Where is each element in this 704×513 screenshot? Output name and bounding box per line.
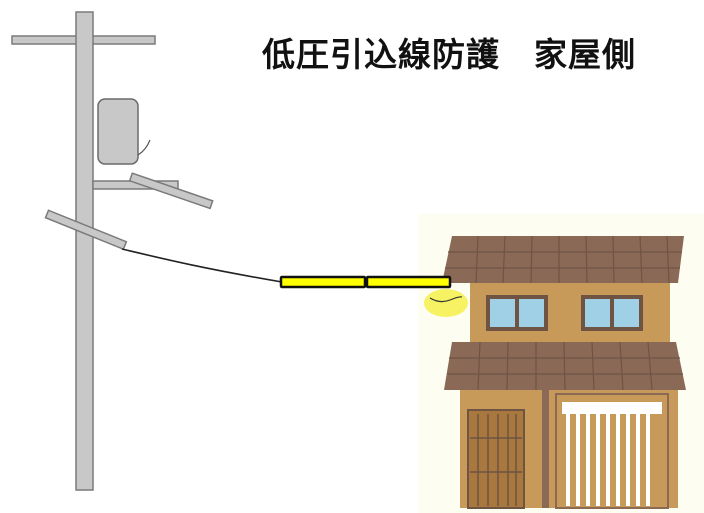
upper-roof-tiles <box>445 235 682 284</box>
house-icon <box>418 214 704 513</box>
post-left <box>542 390 549 508</box>
lower-roof-tiles <box>447 341 683 391</box>
lower-insulator-arm <box>44 209 128 251</box>
upper-insulator-arm <box>128 172 214 210</box>
diagram-title: 低圧引込線防護 家屋側 <box>262 35 636 74</box>
transformer-lead <box>137 139 151 156</box>
left-window <box>486 295 548 331</box>
cable-protector-right <box>365 275 452 289</box>
pole-shaft <box>75 11 94 491</box>
upper-roof <box>442 236 684 283</box>
utility-pole-icon <box>11 11 214 491</box>
service-drop-wire <box>121 248 452 299</box>
front-door <box>467 409 525 509</box>
entrance-highlight <box>424 289 468 317</box>
cable-protector-left <box>279 275 367 289</box>
lattice-screen <box>555 393 669 509</box>
transformer-icon <box>97 98 139 165</box>
right-window <box>581 295 643 331</box>
entrance-fitting <box>429 296 463 303</box>
